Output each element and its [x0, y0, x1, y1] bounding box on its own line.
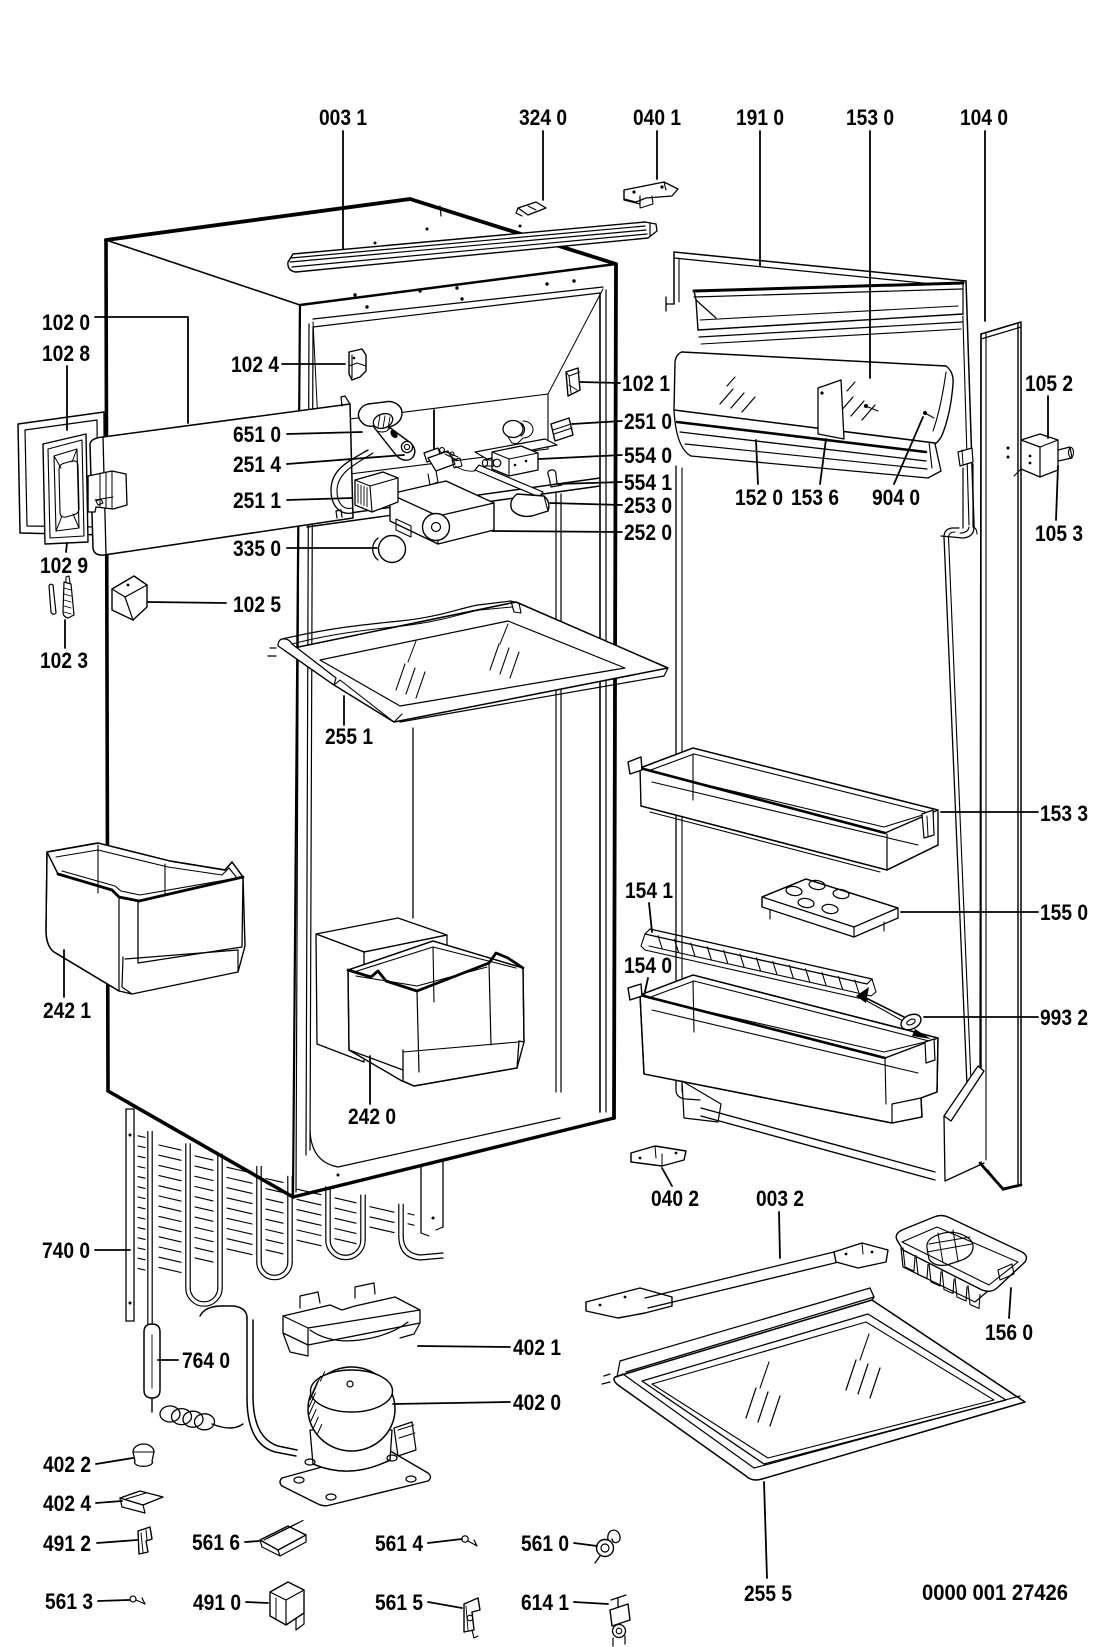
- svg-text:402 4: 402 4: [43, 1491, 92, 1516]
- svg-text:152 0: 152 0: [735, 485, 783, 510]
- svg-text:156 0: 156 0: [985, 1320, 1033, 1345]
- svg-text:561 4: 561 4: [375, 1531, 424, 1556]
- svg-text:904 0: 904 0: [872, 485, 920, 510]
- svg-text:491 2: 491 2: [43, 1531, 91, 1556]
- svg-text:764 0: 764 0: [182, 1348, 230, 1373]
- svg-text:040 2: 040 2: [651, 1186, 699, 1211]
- svg-text:561 3: 561 3: [45, 1589, 93, 1614]
- svg-text:561 5: 561 5: [375, 1590, 423, 1615]
- svg-text:102 1: 102 1: [622, 371, 670, 396]
- svg-text:154 1: 154 1: [625, 878, 673, 903]
- svg-text:153 0: 153 0: [846, 105, 894, 130]
- svg-text:153 6: 153 6: [791, 485, 839, 510]
- svg-text:252 0: 252 0: [624, 520, 672, 545]
- svg-text:105 3: 105 3: [1035, 521, 1083, 546]
- svg-text:740 0: 740 0: [42, 1238, 90, 1263]
- svg-text:102 8: 102 8: [42, 341, 90, 366]
- svg-text:003 2: 003 2: [756, 1186, 804, 1211]
- svg-text:105 2: 105 2: [1025, 371, 1073, 396]
- svg-text:335 0: 335 0: [233, 536, 281, 561]
- svg-text:253 0: 253 0: [624, 493, 672, 518]
- svg-text:324 0: 324 0: [519, 105, 567, 130]
- svg-text:102 3: 102 3: [40, 648, 88, 673]
- svg-text:0000 001 27426: 0000 001 27426: [922, 1580, 1068, 1605]
- svg-text:251 4: 251 4: [233, 452, 282, 477]
- svg-text:402 2: 402 2: [43, 1452, 91, 1477]
- svg-text:242 1: 242 1: [43, 998, 91, 1023]
- svg-text:155 0: 155 0: [1040, 900, 1088, 925]
- svg-text:102 0: 102 0: [42, 310, 90, 335]
- svg-text:242 0: 242 0: [348, 1104, 396, 1129]
- svg-text:614 1: 614 1: [521, 1590, 569, 1615]
- svg-text:251 1: 251 1: [233, 488, 281, 513]
- svg-text:104 0: 104 0: [960, 105, 1008, 130]
- svg-text:561 0: 561 0: [521, 1531, 569, 1556]
- svg-text:191 0: 191 0: [736, 105, 784, 130]
- svg-text:255 5: 255 5: [744, 1581, 792, 1606]
- svg-text:554 1: 554 1: [624, 470, 672, 495]
- svg-text:102 9: 102 9: [40, 553, 88, 578]
- svg-text:554 0: 554 0: [624, 443, 672, 468]
- svg-text:651 0: 651 0: [233, 422, 281, 447]
- svg-text:154 0: 154 0: [624, 953, 672, 978]
- svg-text:402 1: 402 1: [513, 1335, 561, 1360]
- svg-text:491 0: 491 0: [193, 1590, 241, 1615]
- svg-text:561 6: 561 6: [192, 1530, 240, 1555]
- svg-text:402 0: 402 0: [513, 1390, 561, 1415]
- svg-text:102 4: 102 4: [231, 352, 280, 377]
- svg-text:255 1: 255 1: [325, 724, 373, 749]
- svg-text:003 1: 003 1: [319, 105, 367, 130]
- svg-text:153 3: 153 3: [1040, 801, 1088, 826]
- svg-text:993 2: 993 2: [1040, 1005, 1088, 1030]
- svg-text:102 5: 102 5: [233, 592, 281, 617]
- svg-text:251 0: 251 0: [624, 409, 672, 434]
- svg-text:040 1: 040 1: [633, 105, 681, 130]
